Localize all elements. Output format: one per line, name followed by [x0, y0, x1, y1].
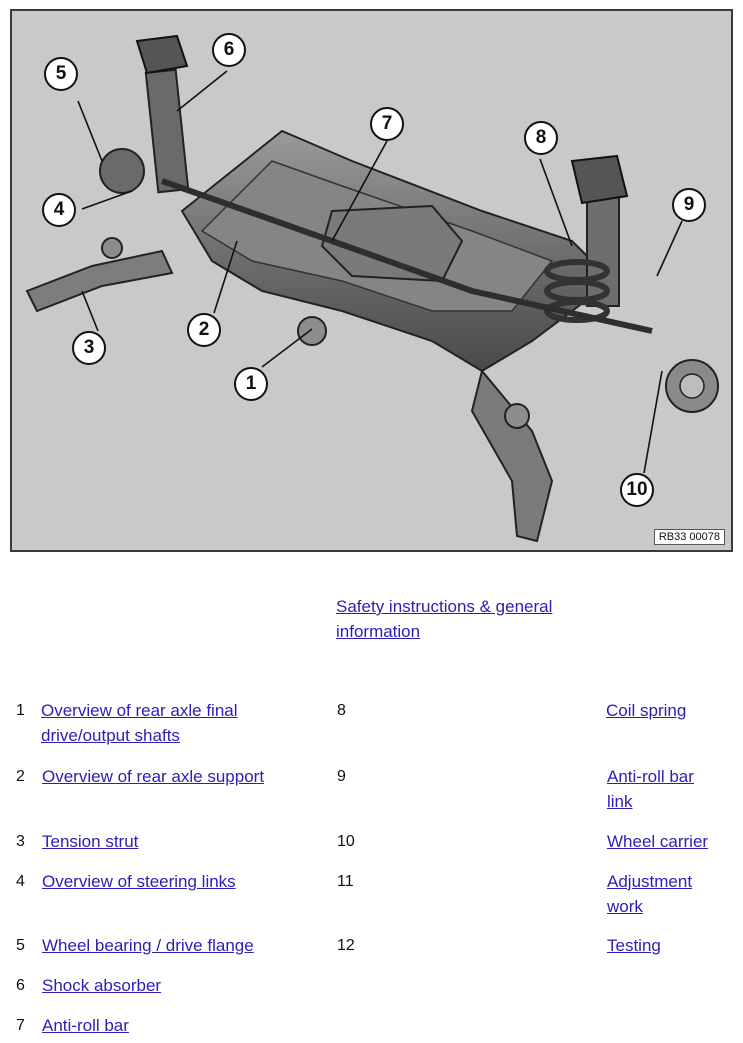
- callout-8: 8: [524, 121, 558, 155]
- link-wheel-bearing[interactable]: Wheel bearing / drive flange: [42, 936, 254, 955]
- item-number-6: 6: [16, 977, 25, 994]
- rear-axle-drawing: [25, 34, 719, 543]
- item-number-12: 12: [337, 937, 355, 954]
- safety-instructions-link[interactable]: Safety instructions & general informatio…: [336, 597, 553, 641]
- link-rear-axle-support[interactable]: Overview of rear axle support: [42, 767, 265, 786]
- link-wheel-carrier[interactable]: Wheel carrier: [607, 832, 709, 851]
- link-coil-spring[interactable]: Coil spring: [606, 701, 687, 720]
- rear-axle-illustration: 1 2 3 4 5 6 7 8 9 10 RB33 00078: [10, 9, 733, 552]
- callout-9: 9: [672, 188, 706, 222]
- link-shock-absorber[interactable]: Shock absorber: [42, 976, 162, 995]
- item-number-11: 11: [337, 873, 354, 890]
- item-number-3: 3: [16, 833, 25, 850]
- item-number-2: 2: [16, 768, 25, 785]
- link-tension-strut[interactable]: Tension strut: [42, 832, 139, 851]
- item-number-10: 10: [337, 833, 355, 850]
- callout-1: 1: [234, 367, 268, 401]
- link-anti-roll-bar[interactable]: Anti-roll bar: [42, 1016, 129, 1035]
- link-steering-links[interactable]: Overview of steering links: [42, 872, 236, 891]
- item-number-5: 5: [16, 937, 25, 954]
- link-rear-axle-final-drive[interactable]: Overview of rear axle final drive/output…: [41, 701, 238, 745]
- callout-3: 3: [72, 331, 106, 365]
- callout-2: 2: [187, 313, 221, 347]
- callout-6: 6: [212, 33, 246, 67]
- item-number-7: 7: [16, 1017, 25, 1034]
- item-number-9: 9: [337, 768, 346, 785]
- callout-7: 7: [370, 107, 404, 141]
- link-anti-roll-bar-link[interactable]: Anti-roll bar link: [607, 767, 694, 811]
- figure-reference: RB33 00078: [653, 529, 725, 545]
- item-number-4: 4: [16, 873, 25, 890]
- item-number-1: 1: [16, 702, 25, 719]
- link-testing[interactable]: Testing: [607, 936, 661, 955]
- item-number-8: 8: [337, 702, 346, 719]
- link-adjustment-work[interactable]: Adjustment work: [607, 872, 693, 916]
- callout-4: 4: [42, 193, 76, 227]
- callout-5: 5: [44, 57, 78, 91]
- callout-10: 10: [620, 473, 654, 507]
